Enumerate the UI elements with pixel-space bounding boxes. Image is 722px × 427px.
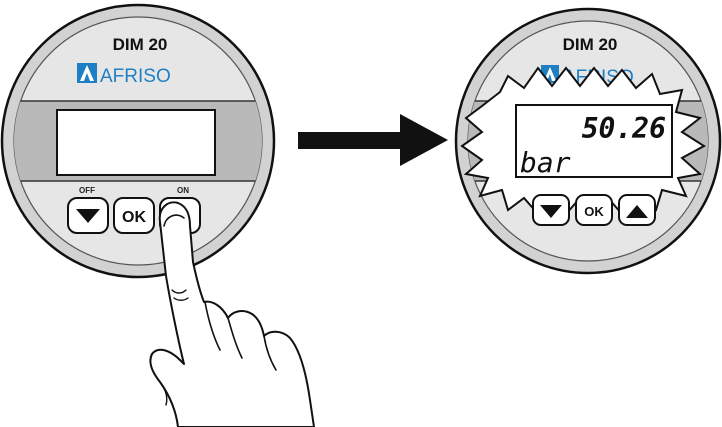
up-button[interactable] — [618, 194, 656, 226]
down-arrow-icon — [540, 205, 562, 218]
off-label: OFF — [79, 186, 95, 195]
afriso-logo-icon — [77, 63, 97, 83]
on-label: ON — [177, 186, 189, 195]
ok-button-label: OK — [584, 204, 604, 219]
right-arrow-icon — [298, 114, 448, 166]
pointing-hand-icon — [149, 201, 315, 427]
down-button[interactable] — [67, 197, 109, 234]
device-on: DIM 20 AFRISO 50.26 bar OK — [454, 7, 722, 275]
display-unit: bar — [520, 146, 571, 179]
down-button[interactable] — [532, 194, 570, 226]
model-label: DIM 20 — [113, 35, 168, 54]
ok-button[interactable]: OK — [575, 194, 613, 226]
device-off: DIM 20 AFRISO OFF ON OK — [0, 3, 315, 427]
ok-button-label: OK — [122, 209, 146, 226]
lcd-window — [515, 104, 673, 178]
down-arrow-icon — [76, 209, 100, 223]
display-value: 50.26 — [582, 112, 666, 145]
ok-button[interactable]: OK — [113, 197, 155, 234]
up-arrow-icon — [626, 205, 648, 218]
lcd-window — [56, 109, 216, 176]
brand-label: AFRISO — [100, 66, 171, 87]
model-label: DIM 20 — [563, 35, 618, 54]
